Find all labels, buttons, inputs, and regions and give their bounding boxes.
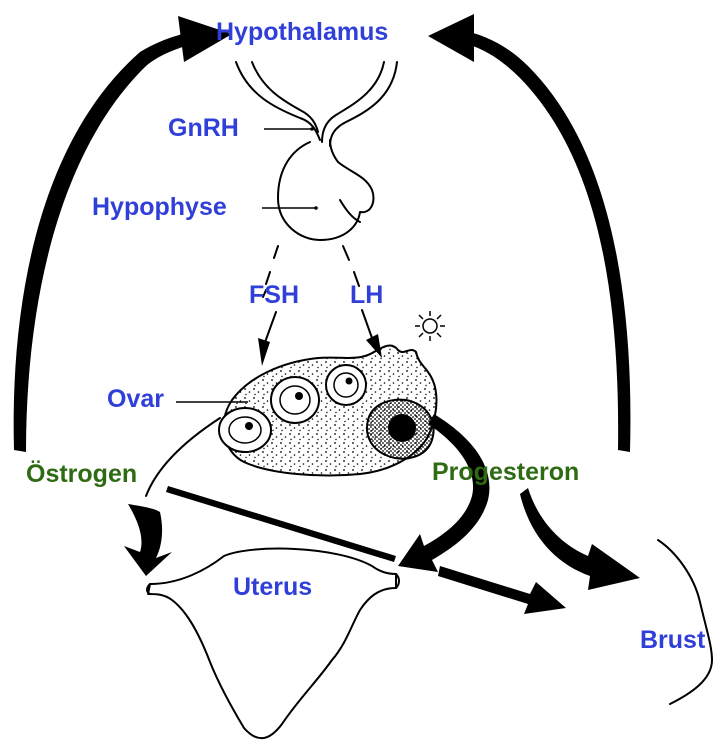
breast-outline — [658, 540, 712, 704]
ovulation-sun-icon — [415, 311, 445, 341]
lh-label: LH — [350, 283, 383, 308]
brust-label: Brust — [640, 628, 705, 653]
fsh-label: FSH — [249, 283, 299, 308]
progesteron-label: Progesteron — [432, 460, 579, 485]
gnrh-label: GnRH — [168, 116, 239, 141]
oestrogen-to-uterus-arrow — [124, 418, 220, 576]
oestrogen-to-breast-arrow — [166, 486, 566, 614]
progesteron-to-breast-arrow — [520, 488, 640, 590]
progesteron-feedback-arrow — [428, 14, 630, 452]
hypothalamus-label: Hypothalamus — [216, 20, 388, 45]
ovary — [219, 346, 437, 476]
hypophyse-label: Hypophyse — [92, 195, 227, 220]
hypothalamus-stalk — [236, 62, 397, 146]
pituitary-gland — [278, 140, 374, 240]
ovar-label: Ovar — [107, 387, 164, 412]
uterus-label: Uterus — [233, 575, 312, 600]
oestrogen-label: Östrogen — [26, 462, 137, 487]
